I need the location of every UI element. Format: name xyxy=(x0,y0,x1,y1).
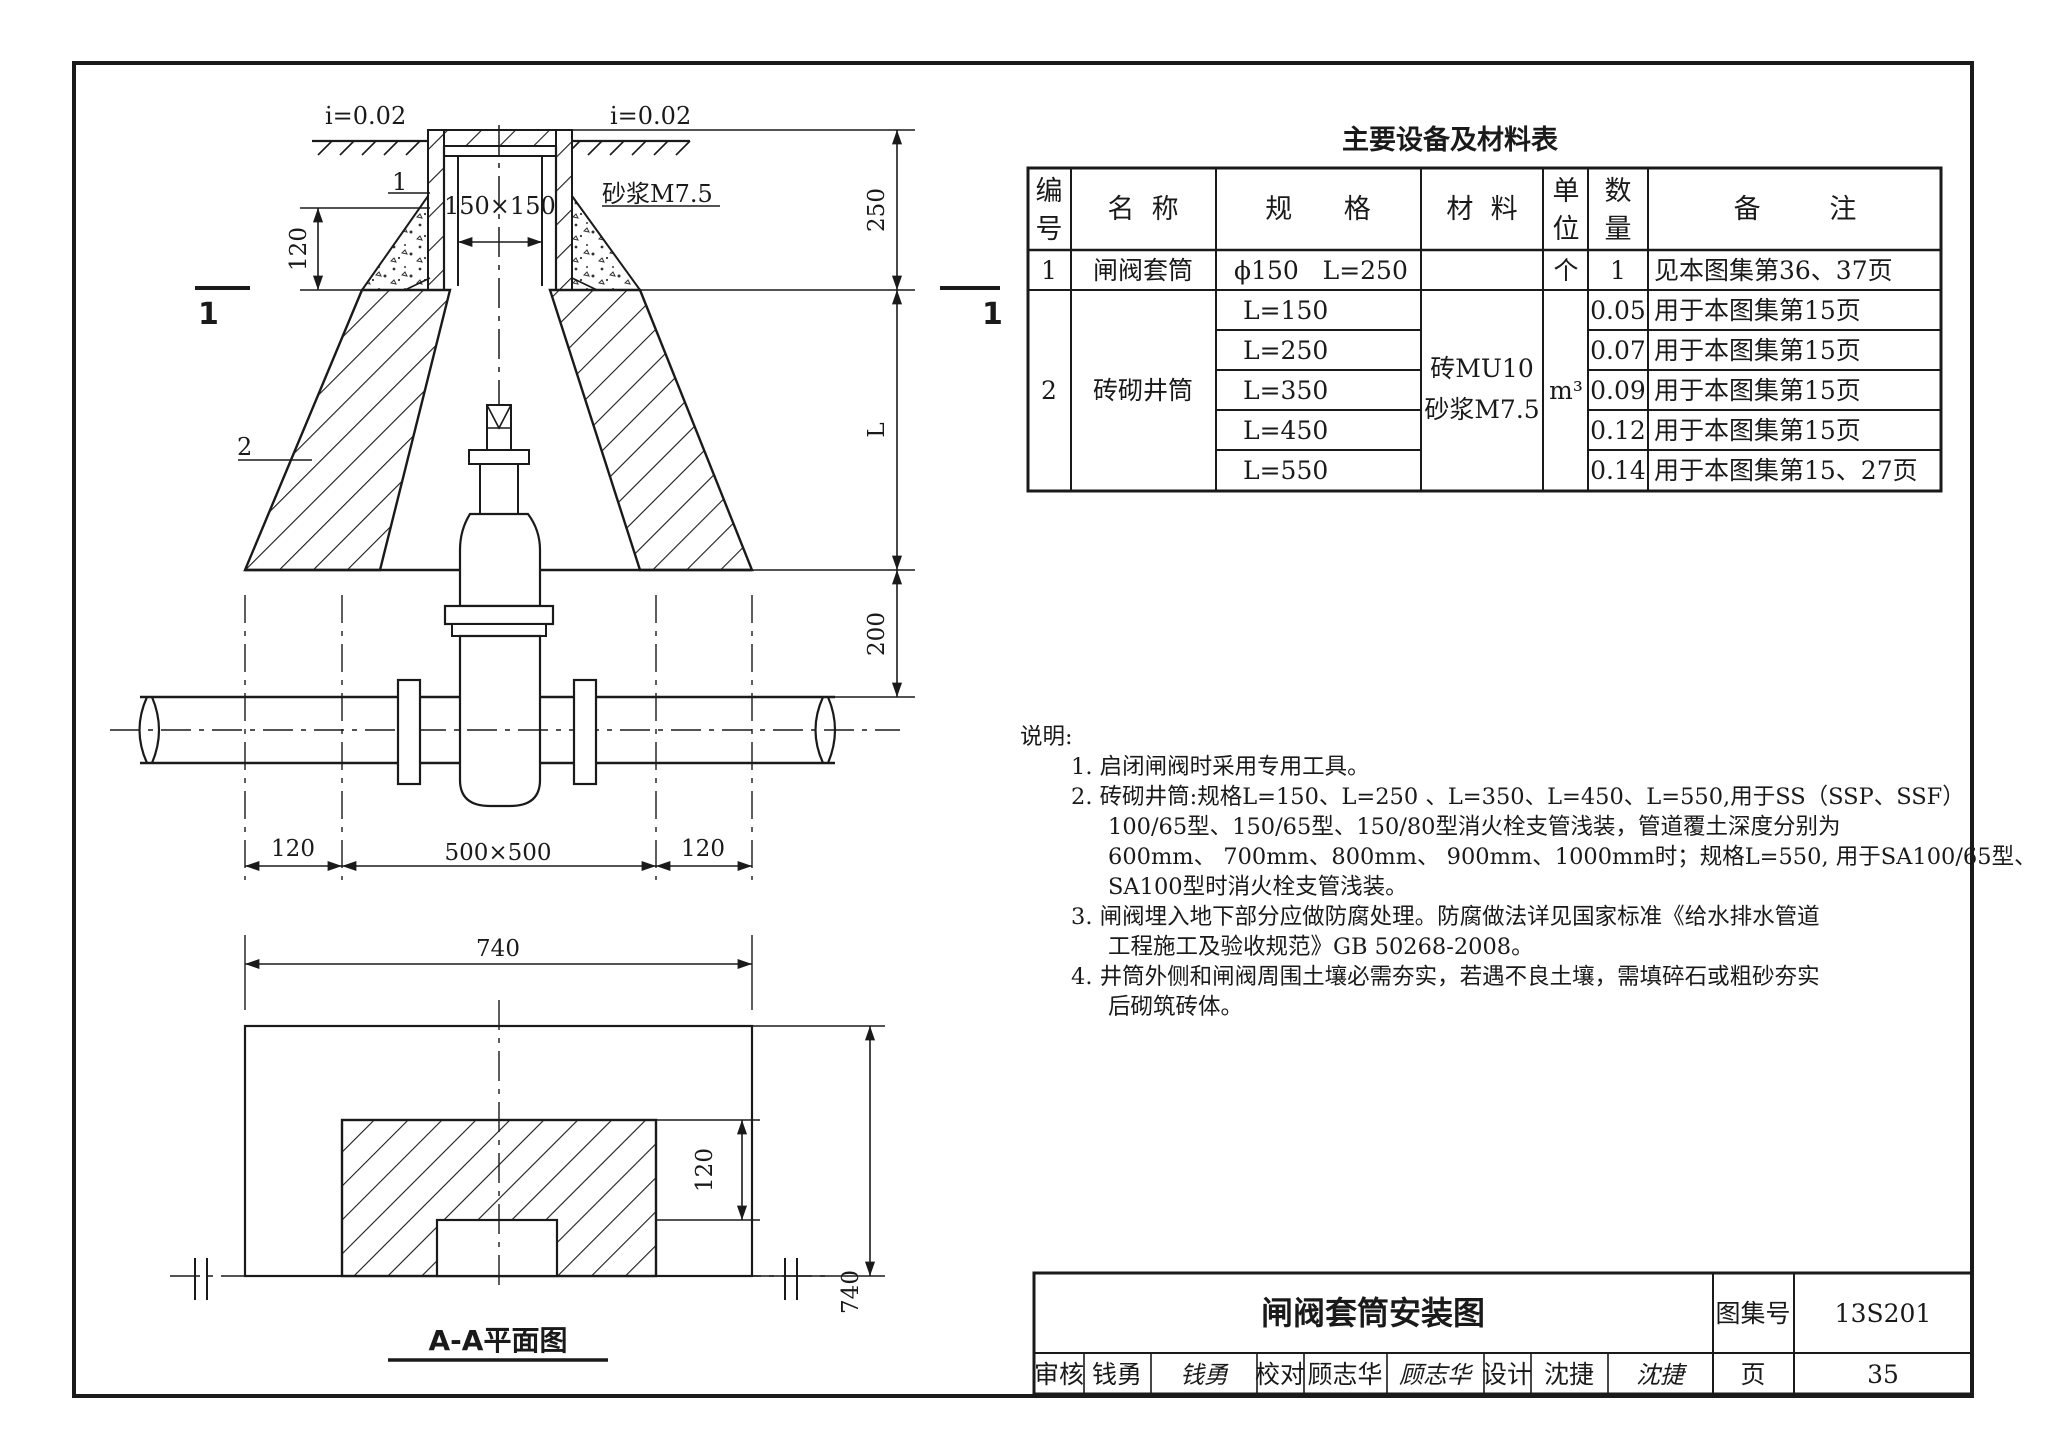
note-line-8: 4. 井筒外侧和闸阀周围土壤必需夯实，若遇不良土壤，需填碎石或粗砂夯实 xyxy=(1071,964,1820,990)
dim-L: L xyxy=(864,422,890,437)
row2-remark-450: 用于本图集第15页 xyxy=(1654,416,1861,445)
row1-unit: 个 xyxy=(1553,256,1578,285)
row1-spec: ϕ150 L=250 xyxy=(1234,256,1408,285)
opening-size-label: 150×150 xyxy=(444,192,556,220)
section-mark-right: 1 xyxy=(982,297,1003,332)
row1-remark: 见本图集第36、37页 xyxy=(1654,256,1893,285)
row2-remark-150: 用于本图集第15页 xyxy=(1654,296,1861,325)
plan-labels: 740 740 120 A-A平面图 xyxy=(429,936,864,1357)
header-no-2: 号 xyxy=(1036,214,1063,245)
plan-height-dim: 740 xyxy=(838,1270,864,1314)
designer-name: 沈捷 xyxy=(1544,1360,1594,1389)
notes: 说明: 1. 启闭闸阀时采用专用工具。 2. 砖砌井筒:规格L=150、L=25… xyxy=(1020,724,2037,1020)
table-header: 编 号 名 称 规 格 材 料 单 位 数 量 备 注 xyxy=(1036,176,1857,245)
header-unit-2: 位 xyxy=(1553,214,1580,245)
title-block xyxy=(1032,1271,1974,1396)
checker-name: 顾志华 xyxy=(1307,1360,1382,1389)
header-spec: 规 格 xyxy=(1265,194,1371,225)
checker-signature: 顾志华 xyxy=(1399,1361,1474,1389)
row2-remark-350: 用于本图集第15页 xyxy=(1654,376,1861,405)
review-label: 审核 xyxy=(1034,1360,1084,1389)
row1-qty: 1 xyxy=(1610,256,1626,285)
row2-spec-150: L=150 xyxy=(1243,296,1328,325)
header-material: 材 料 xyxy=(1446,194,1517,225)
table-title: 主要设备及材料表 xyxy=(1342,125,1558,156)
table-row-2: 2 砖砌井筒 砖MU10 砂浆M7.5 m³ L=150 L=250 L=350… xyxy=(1041,296,1918,485)
plan-width-dim: 740 xyxy=(476,936,520,962)
plan-view xyxy=(170,935,885,1362)
row2-qty-350: 0.09 xyxy=(1590,376,1646,405)
elevation-view xyxy=(110,125,1000,880)
row2-no: 2 xyxy=(1041,376,1057,405)
design-label: 设计 xyxy=(1482,1360,1532,1389)
page-number: 35 xyxy=(1867,1360,1899,1389)
header-qty-1: 数 xyxy=(1605,176,1632,207)
row2-spec-350: L=350 xyxy=(1243,376,1328,405)
mortar-label: 砂浆M7.5 xyxy=(602,180,713,208)
note-line-7: 工程施工及验收规范》GB 50268-2008。 xyxy=(1108,934,1534,960)
atlas-label: 图集号 xyxy=(1715,1299,1790,1328)
atlas-number: 13S201 xyxy=(1835,1299,1932,1328)
row2-remark-250: 用于本图集第15页 xyxy=(1654,336,1861,365)
section-mark-left: 1 xyxy=(198,297,219,332)
note-line-1: 1. 启闭闸阀时采用专用工具。 xyxy=(1071,754,1370,780)
row2-remark-550: 用于本图集第15、27页 xyxy=(1654,456,1918,485)
slope-right-label: i=0.02 xyxy=(610,102,691,130)
row2-material-1: 砖MU10 xyxy=(1430,354,1533,383)
elevation-labels: i=0.02 i=0.02 1 2 150×150 砂浆M7.5 120 250… xyxy=(198,102,1003,866)
header-unit-1: 单 xyxy=(1553,176,1580,207)
dim-120-right: 120 xyxy=(681,836,725,862)
row2-qty-150: 0.05 xyxy=(1590,296,1646,325)
reviewer-signature: 钱勇 xyxy=(1180,1361,1229,1389)
note-line-5: SA100型时消火栓支管浅装。 xyxy=(1108,874,1408,900)
note-line-2: 2. 砖砌井筒:规格L=150、L=250 、L=350、L=450、L=550… xyxy=(1071,784,1965,810)
dim-120-left: 120 xyxy=(271,836,315,862)
dim-120-top: 120 xyxy=(286,227,312,271)
dim-200: 200 xyxy=(864,612,890,656)
row2-material-2: 砂浆M7.5 xyxy=(1424,395,1539,424)
header-name: 名 称 xyxy=(1107,194,1178,225)
note-line-9: 后砌筑砖体。 xyxy=(1108,994,1243,1020)
note-line-4: 600mm、 700mm、800mm、 900mm、1000mm时；规格L=55… xyxy=(1108,844,2037,870)
page-label: 页 xyxy=(1740,1360,1765,1389)
row2-spec-550: L=550 xyxy=(1243,456,1328,485)
drawing-title: 闸阀套筒安装图 xyxy=(1261,1294,1485,1332)
note-line-6: 3. 闸阀埋入地下部分应做防腐处理。防腐做法详见国家标准《给水排水管道 xyxy=(1071,904,1820,930)
part-label-2: 2 xyxy=(237,433,252,461)
dim-250: 250 xyxy=(864,188,890,232)
row2-unit: m³ xyxy=(1549,376,1583,405)
row2-spec-250: L=250 xyxy=(1243,336,1328,365)
row2-spec-450: L=450 xyxy=(1243,416,1328,445)
material-table xyxy=(1026,166,1943,493)
plan-wall-dim: 120 xyxy=(692,1148,718,1192)
header-remark: 备 注 xyxy=(1734,194,1857,225)
row2-qty-450: 0.12 xyxy=(1590,416,1646,445)
reviewer-name: 钱勇 xyxy=(1092,1360,1142,1389)
row1-no: 1 xyxy=(1041,256,1057,285)
note-line-3: 100/65型、150/65型、150/80型消火栓支管浅装，管道覆土深度分别为 xyxy=(1108,814,1840,840)
designer-signature: 沈捷 xyxy=(1636,1361,1688,1389)
row2-qty-250: 0.07 xyxy=(1590,336,1646,365)
sheet-border xyxy=(72,61,1974,1398)
slope-left-label: i=0.02 xyxy=(325,102,406,130)
notes-title: 说明: xyxy=(1020,724,1073,750)
table-row-1: 1 闸阀套筒 ϕ150 L=250 个 1 见本图集第36、37页 xyxy=(1041,256,1893,285)
plan-title: A-A平面图 xyxy=(429,1324,568,1357)
row1-name: 闸阀套筒 xyxy=(1093,256,1193,285)
part-label-1: 1 xyxy=(392,168,407,196)
check-label: 校对 xyxy=(1255,1360,1305,1389)
row2-name: 砖砌井筒 xyxy=(1093,376,1193,405)
row2-qty-550: 0.14 xyxy=(1590,456,1646,485)
header-qty-2: 量 xyxy=(1605,214,1632,245)
header-no-1: 编 xyxy=(1036,176,1063,207)
dim-500x500: 500×500 xyxy=(444,840,551,866)
title-block-text: 闸阀套筒安装图 图集号 13S201 审核 钱勇 钱勇 校对 顾志华 顾志华 设… xyxy=(1034,1294,1931,1389)
